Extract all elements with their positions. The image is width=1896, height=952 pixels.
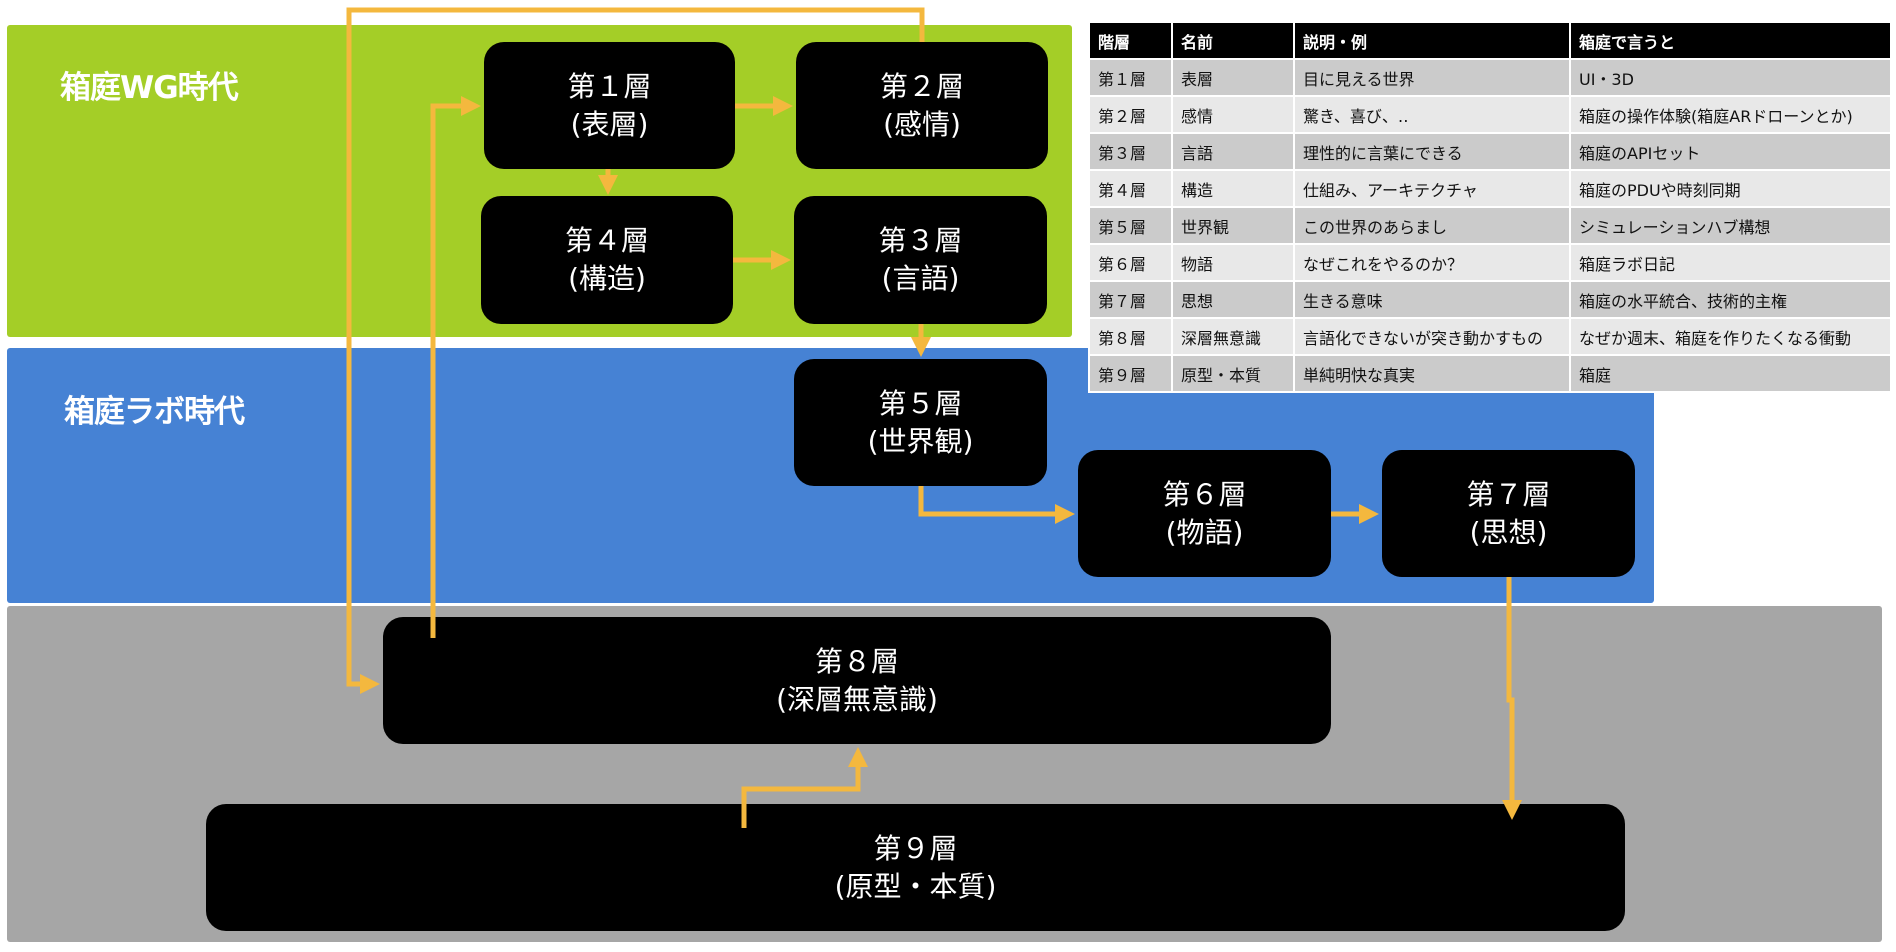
layer-box-2: 第２層 (感情)	[796, 42, 1048, 169]
table-cell: 箱庭ラボ日記	[1569, 243, 1892, 282]
table-row: 第８層深層無意識言語化できないが突き動かすものなぜか週末、箱庭を作りたくなる衝動	[1088, 317, 1892, 356]
layer-name: (物語)	[1165, 515, 1244, 549]
table-header-row: 階層 名前 説明・例 箱庭で言うと	[1088, 21, 1892, 60]
table-cell: 仕組み、アーキテクチャ	[1293, 169, 1571, 208]
layer-name: (深層無意識)	[776, 682, 938, 716]
table-cell: 思想	[1171, 280, 1295, 319]
layer-box-9: 第９層 (原型・本質)	[206, 804, 1625, 931]
table-cell: 箱庭	[1569, 354, 1892, 393]
table-cell: 箱庭の操作体験(箱庭ARドローンとか)	[1569, 95, 1892, 134]
layer-box-8: 第８層 (深層無意識)	[383, 617, 1331, 744]
table-cell: 第１層	[1088, 58, 1173, 97]
table-row: 第９層原型・本質単純明快な真実箱庭	[1088, 354, 1892, 393]
table-cell: 深層無意識	[1171, 317, 1295, 356]
table-cell: この世界のあらまし	[1293, 206, 1571, 245]
table-row: 第６層物語なぜこれをやるのか？箱庭ラボ日記	[1088, 243, 1892, 282]
layer-title: 第４層	[564, 224, 649, 257]
layer-name: (構造)	[568, 262, 646, 295]
column-header: 名前	[1171, 21, 1295, 60]
table-cell: 第３層	[1088, 132, 1173, 171]
table-cell: 目に見える世界	[1293, 58, 1571, 97]
table-cell: 世界観	[1171, 206, 1295, 245]
layer-box-6: 第６層 (物語)	[1078, 450, 1331, 577]
table-cell: 生きる意味	[1293, 280, 1571, 319]
table-cell: 表層	[1171, 58, 1295, 97]
column-header: 説明・例	[1293, 21, 1571, 60]
table-cell: 第６層	[1088, 243, 1173, 282]
table-cell: 箱庭の水平統合、技術的主権	[1569, 280, 1892, 319]
layer-title: 第３層	[878, 224, 963, 257]
table-cell: 感情	[1171, 95, 1295, 134]
layer-name: (原型・本質)	[834, 869, 997, 903]
table-cell: 第８層	[1088, 317, 1173, 356]
table-cell: 驚き、喜び、‥	[1293, 95, 1571, 134]
era-label-wg: 箱庭WG時代	[60, 70, 239, 106]
table-row: 第３層言語理性的に言葉にできる箱庭のAPIセット	[1088, 132, 1892, 171]
layer-title: 第５層	[878, 386, 963, 420]
table-row: 第２層感情驚き、喜び、‥箱庭の操作体験(箱庭ARドローンとか)	[1088, 95, 1892, 134]
column-header: 階層	[1088, 21, 1173, 60]
table-cell: 単純明快な真実	[1293, 354, 1571, 393]
table-row: 第５層世界観この世界のあらましシミュレーションハブ構想	[1088, 206, 1892, 245]
layer-name: (思想)	[1469, 515, 1548, 549]
table-cell: 言語化できないが突き動かすもの	[1293, 317, 1571, 356]
table-cell: 第９層	[1088, 354, 1173, 393]
layer-name: (言語)	[881, 262, 960, 295]
table-cell: 第５層	[1088, 206, 1173, 245]
table-cell: シミュレーションハブ構想	[1569, 206, 1892, 245]
layer-box-7: 第７層 (思想)	[1382, 450, 1635, 577]
table-cell: UI・3D	[1569, 58, 1892, 97]
layer-box-4: 第４層 (構造)	[481, 196, 733, 324]
table-cell: 箱庭のPDUや時刻同期	[1569, 169, 1892, 208]
layer-title: 第１層	[567, 69, 652, 103]
table-cell: 原型・本質	[1171, 354, 1295, 393]
table-cell: なぜか週末、箱庭を作りたくなる衝動	[1569, 317, 1892, 356]
table-cell: 第４層	[1088, 169, 1173, 208]
table-cell: 第２層	[1088, 95, 1173, 134]
layer-title: 第８層	[814, 644, 899, 678]
table-row: 第７層思想生きる意味箱庭の水平統合、技術的主権	[1088, 280, 1892, 319]
layer-box-3: 第３層 (言語)	[794, 196, 1047, 324]
layer-title: 第９層	[873, 831, 958, 865]
table-cell: 理性的に言葉にできる	[1293, 132, 1571, 171]
table-cell: 箱庭のAPIセット	[1569, 132, 1892, 171]
table-cell: 言語	[1171, 132, 1295, 171]
table-cell: 構造	[1171, 169, 1295, 208]
layer-box-1: 第１層 (表層)	[484, 42, 735, 169]
era-label-lab: 箱庭ラボ時代	[64, 394, 245, 430]
column-header: 箱庭で言うと	[1569, 21, 1892, 60]
layer-name: (表層)	[570, 107, 649, 141]
table-cell: なぜこれをやるのか？	[1293, 243, 1571, 282]
layer-title: 第７層	[1466, 477, 1551, 511]
table-cell: 物語	[1171, 243, 1295, 282]
table-row: 第４層構造仕組み、アーキテクチャ箱庭のPDUや時刻同期	[1088, 169, 1892, 208]
layer-name: (世界観)	[867, 424, 974, 458]
layer-name: (感情)	[883, 107, 961, 141]
layer-title: 第２層	[879, 69, 964, 103]
table-cell: 第７層	[1088, 280, 1173, 319]
layer-title: 第６層	[1162, 477, 1247, 511]
layer-box-5: 第５層 (世界観)	[794, 359, 1047, 486]
